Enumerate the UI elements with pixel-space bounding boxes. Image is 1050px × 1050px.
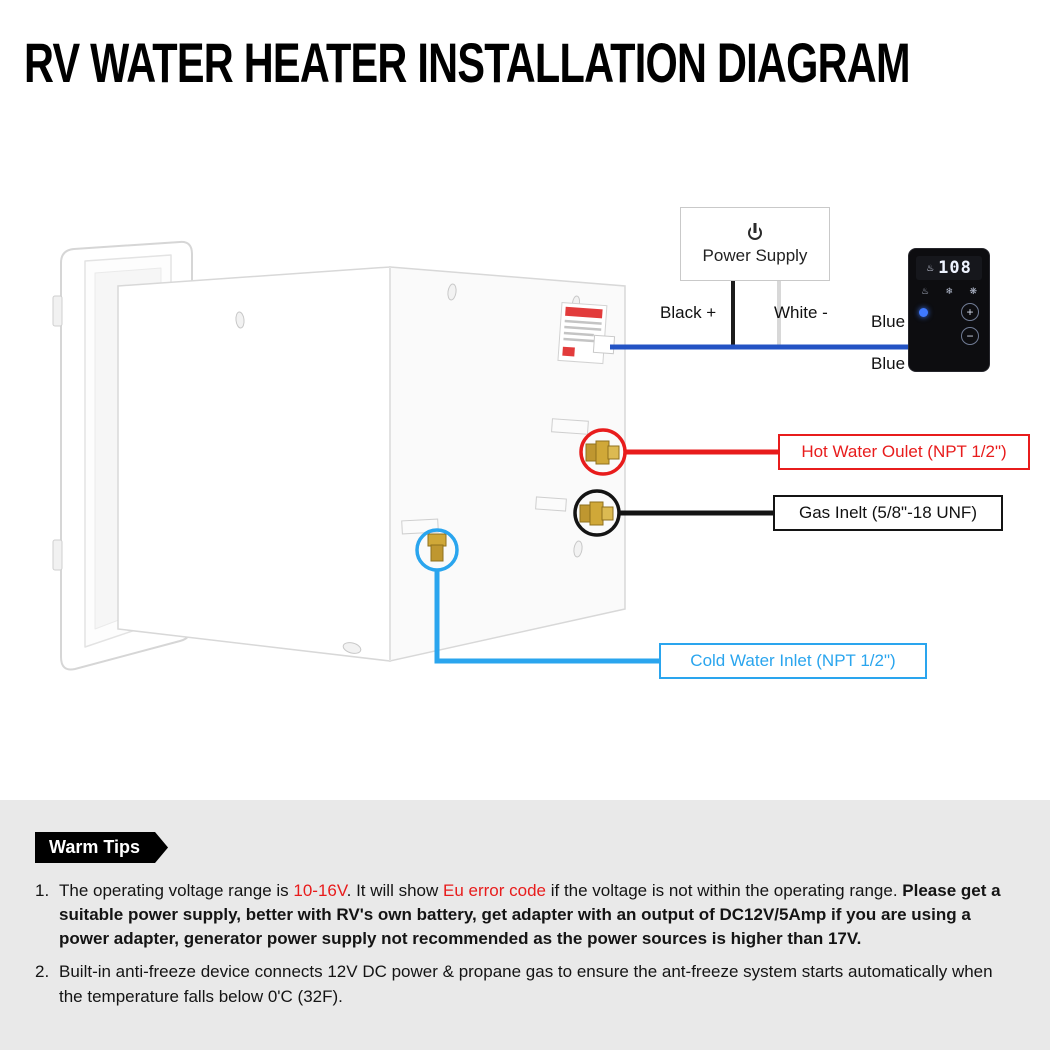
flame-icon: ♨ (926, 262, 935, 273)
hinge-bottom (52, 539, 63, 571)
snowflake-icon: ❄ (945, 286, 954, 296)
hinge-top (52, 295, 63, 327)
tip-number: 1. (35, 881, 50, 900)
minus-button: − (961, 327, 979, 345)
hot-water-outlet-fitting (585, 440, 620, 465)
cold-water-inlet-fitting (427, 533, 447, 562)
tip-item: 2. Built-in anti-freeze device connects 1… (35, 960, 1020, 1008)
power-supply-label: Power Supply (702, 245, 808, 265)
controller-mode-icons: ♨ ❄ ❋ (916, 286, 982, 297)
tip-text: The operating voltage range is 10-16V. I… (59, 881, 1001, 949)
cold-water-inlet-label: Cold Water Inlet (NPT 1/2") (659, 643, 927, 679)
warm-tips-badge: Warm Tips (35, 832, 168, 863)
power-icon (745, 223, 765, 243)
vent (342, 642, 362, 654)
page-title: RV WATER HEATER INSTALLATION DIAGRAM (24, 31, 911, 94)
flame-mode-icon: ♨ (921, 286, 930, 296)
heater-diagram (52, 240, 908, 671)
vent (447, 283, 457, 301)
blue-wire-label-top: Blue (871, 312, 906, 331)
tip-text: Built-in anti-freeze device connects 12V… (59, 962, 993, 1006)
wire-terminal (592, 334, 616, 355)
plus-button: + (961, 303, 979, 321)
controller-display: ♨ 108 (916, 256, 982, 280)
controller-row-2: − (916, 327, 982, 345)
gas-inlet-fitting (579, 501, 614, 526)
power-indicator-dot (919, 307, 928, 317)
port-sticker (535, 496, 567, 512)
gas-inlet-label: Gas Inelt (5/8"-18 UNF) (773, 495, 1003, 531)
warm-tips-section: Warm Tips 1. The operating voltage range … (0, 800, 1050, 1050)
blue-wire-label-bottom: Blue (871, 354, 906, 373)
power-supply-box: Power Supply (680, 207, 830, 281)
controller-panel: ♨ 108 ♨ ❄ ❋ + − (908, 248, 990, 372)
spec-sticker (557, 301, 608, 365)
shower-icon: ❋ (969, 286, 977, 296)
tip-number: 2. (35, 962, 50, 982)
heater-left-face (117, 266, 391, 662)
heater-body (117, 266, 626, 662)
hot-water-outlet-label: Hot Water Oulet (NPT 1/2") (778, 434, 1030, 470)
cold-line (434, 570, 661, 664)
tip-item: 1. The operating voltage range is 10-16V.… (35, 879, 1020, 951)
black-wire-label: Black + (660, 303, 717, 322)
warm-tips-list: 1. The operating voltage range is 10-16V.… (35, 879, 1020, 1009)
vent (235, 311, 245, 329)
port-sticker (551, 418, 589, 435)
white-wire-label: White - (774, 303, 828, 322)
controller-row-1: + (916, 303, 982, 321)
vent (573, 540, 583, 558)
display-value: 108 (938, 258, 972, 278)
